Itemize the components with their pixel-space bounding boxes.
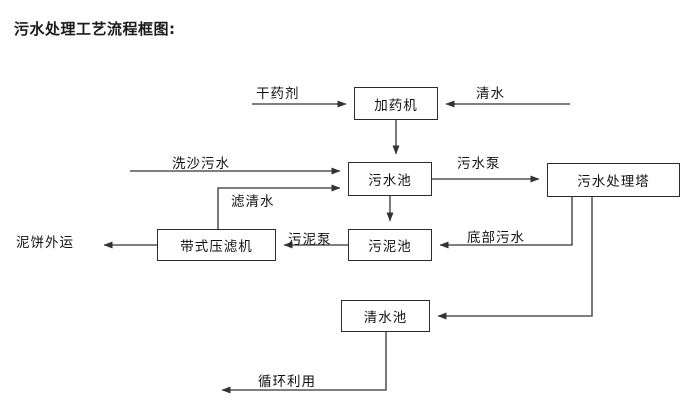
edge-label-mud-cake-out: 泥饼外运 [16, 235, 74, 251]
edge-label-recycle-reuse: 循环利用 [258, 374, 316, 390]
edge-label-sewage-pump: 污水泵 [457, 156, 501, 172]
connector-clearwater-recycle [221, 332, 387, 394]
node-treatment-tower[interactable]: 污水处理塔 [547, 163, 680, 197]
edge-label-clean-water-in: 清水 [476, 86, 505, 102]
connector-tower-to-clearwater [437, 197, 593, 320]
node-sludge-pool[interactable]: 污泥池 [348, 229, 432, 261]
page-title: 污水处理工艺流程框图: [14, 20, 176, 38]
connector-filtered-water-wire [217, 184, 341, 229]
edge-label-filtered-water: 滤清水 [231, 194, 275, 210]
connector-tower-bottom-sewage [439, 197, 573, 249]
node-dosing-machine[interactable]: 加药机 [354, 87, 438, 120]
node-clear-water-pool[interactable]: 清水池 [341, 300, 430, 332]
edge-label-sand-wash-sewage: 洗沙污水 [172, 156, 230, 172]
node-sewage-pool[interactable]: 污水池 [348, 162, 432, 196]
edge-label-bottom-sewage: 底部污水 [467, 230, 525, 246]
edge-label-dry-agent: 干药剂 [256, 86, 300, 102]
node-belt-filter[interactable]: 带式压滤机 [157, 229, 276, 261]
edge-label-sludge-pump: 污泥泵 [288, 232, 332, 248]
